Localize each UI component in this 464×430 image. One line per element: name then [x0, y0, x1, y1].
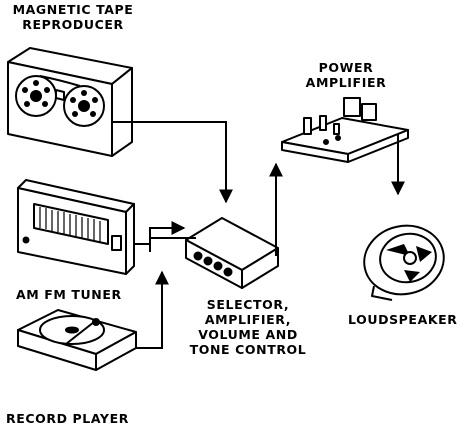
record-to-selector-line: [136, 272, 162, 348]
selector-label-line-3: VOLUME AND: [188, 327, 308, 342]
record-player-icon: [18, 310, 136, 370]
selector-label-line-2: AMPLIFIER,: [188, 312, 308, 327]
selector-label-line-1: SELECTOR,: [188, 297, 308, 312]
am-fm-tuner-icon: [18, 180, 134, 274]
tuner-to-selector-line: [134, 228, 172, 244]
am-fm-tuner-label: AM FM TUNER: [16, 287, 122, 302]
tape-reproducer-icon: [8, 48, 132, 156]
power-amplifier-icon: [282, 98, 408, 162]
selector-amplifier-icon: [186, 218, 278, 288]
selector-label: SELECTOR, AMPLIFIER, VOLUME AND TONE CON…: [188, 297, 308, 357]
tape-label-line-2: REPRODUCER: [8, 17, 138, 32]
loudspeaker-label: LOUDSPEAKER: [348, 312, 458, 327]
power-amplifier-label: POWER AMPLIFIER: [296, 60, 396, 90]
selector-label-line-4: TONE CONTROL: [188, 342, 308, 357]
record-player-label: RECORD PLAYER: [6, 411, 129, 426]
tape-label-line-1: MAGNETIC TAPE: [8, 2, 138, 17]
power-label-line-1: POWER: [296, 60, 396, 75]
power-label-line-2: AMPLIFIER: [296, 75, 396, 90]
loudspeaker-icon: [358, 218, 450, 301]
tape-reproducer-label: MAGNETIC TAPE REPRODUCER: [8, 2, 138, 32]
